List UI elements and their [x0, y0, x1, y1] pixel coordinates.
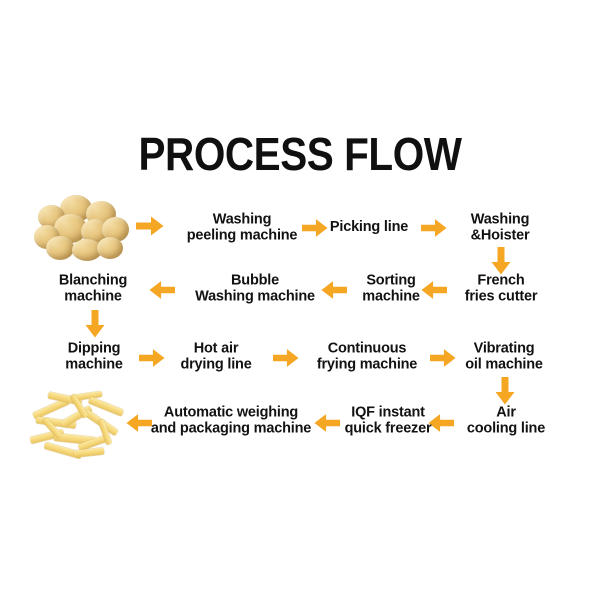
arrow-washing-hoister-to-french-fries-cutter [491, 247, 511, 275]
arrow-potatoes-to-washing-peeling [136, 216, 164, 236]
step-hot-air-drying-line[interactable]: Hot air drying line [180, 340, 252, 372]
step-automatic-weighing-and-packaging-machine[interactable]: Automatic weighing and packaging machine [150, 404, 312, 436]
step-picking-line[interactable]: Picking line [329, 219, 409, 236]
arrow-french-fries-cutter-to-sorting [421, 281, 447, 300]
arrow-bubble-washing-to-blanching [149, 281, 175, 300]
arrow-continuous-frying-to-vibrating-oil [430, 349, 456, 368]
arrow-blanching-to-dipping [85, 310, 105, 338]
french-fries-photo [29, 390, 134, 465]
step-blanching-machine[interactable]: Blanching machine [58, 272, 128, 304]
step-bubble-washing-machine[interactable]: Bubble Washing machine [195, 272, 315, 304]
arrow-vibrating-oil-to-air-cooling [495, 377, 515, 405]
step-dipping-machine[interactable]: Dipping machine [65, 340, 123, 372]
step-air-cooling-line[interactable]: Air cooling line [466, 404, 546, 436]
arrow-air-cooling-to-iqf-freezer [428, 414, 454, 433]
raw-potatoes-photo [34, 195, 130, 261]
step-iqf-instant-quick-freezer[interactable]: IQF instant quick freezer [344, 404, 432, 436]
arrow-washing-peeling-to-picking [302, 219, 328, 238]
step-washing-hoister[interactable]: Washing &Hoister [470, 211, 530, 243]
arrow-hot-air-drying-to-continuous-frying [273, 349, 299, 368]
page-title: PROCESS FLOW [138, 128, 462, 180]
arrow-dipping-to-hot-air-drying [139, 349, 165, 368]
step-washing-peeling-machine[interactable]: Washing peeling machine [186, 211, 298, 243]
step-french-fries-cutter[interactable]: French fries cutter [464, 272, 538, 304]
step-sorting-machine[interactable]: Sorting machine [362, 272, 420, 304]
step-vibrating-oil-machine[interactable]: Vibrating oil machine [465, 340, 543, 372]
arrow-picking-to-washing-hoister [421, 219, 447, 238]
arrow-sorting-to-bubble-washing [321, 281, 347, 300]
step-continuous-frying-machine[interactable]: Continuous frying machine [316, 340, 418, 372]
arrow-iqf-freezer-to-packaging [314, 414, 340, 433]
arrow-packaging-to-fries [126, 414, 152, 433]
